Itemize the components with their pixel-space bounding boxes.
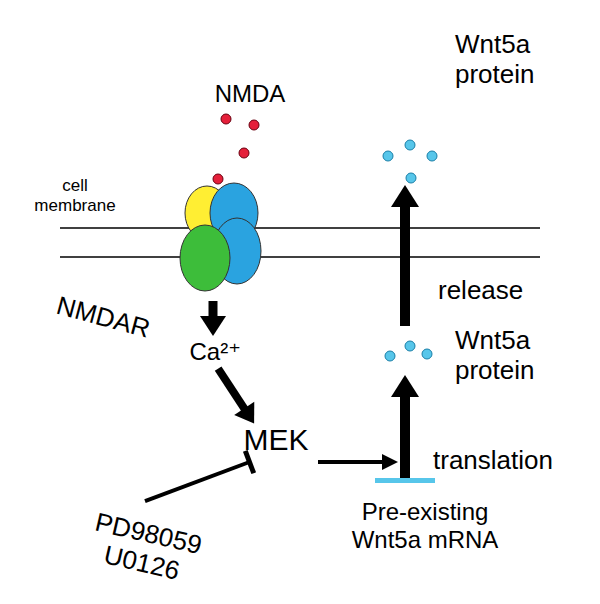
edge-label: translation — [433, 446, 553, 476]
flow-arrow — [218, 369, 254, 424]
membrane-line — [60, 256, 540, 258]
edge-label: release — [438, 276, 523, 306]
membrane-line — [60, 227, 540, 229]
ligand-label: NMDA — [200, 80, 300, 108]
membrane-label: cell membrane — [25, 176, 125, 215]
connector-shaft — [209, 301, 218, 318]
flow-arrow — [391, 185, 419, 326]
kinase-label: MEK — [240, 421, 313, 460]
connector-shaft — [400, 395, 410, 478]
inhibitor-label: PD98059 U0126 — [74, 503, 215, 594]
arrowhead — [391, 185, 419, 207]
node-text: Wnt5a protein — [455, 326, 580, 386]
node-text: Ca²⁺ — [190, 338, 241, 366]
flow-arrow — [200, 301, 226, 336]
flow-arrow — [391, 375, 419, 478]
ion-label: Ca²⁺ — [186, 336, 245, 368]
arrowhead — [234, 402, 254, 424]
mrna-box: Pre-existing Wnt5a mRNA — [340, 478, 510, 548]
node-text: Pre-existing Wnt5a mRNA — [340, 498, 510, 553]
connector-shaft — [218, 369, 245, 411]
node-text: PD98059 U0126 — [79, 506, 211, 592]
arrowhead — [200, 316, 226, 336]
node-text: Wnt5a protein — [455, 30, 580, 90]
receptor-symbol — [180, 183, 261, 291]
activation-arrow — [318, 454, 398, 470]
connector-shaft — [145, 462, 250, 501]
node-text: MEK — [244, 423, 309, 458]
protein-label: Wnt5a protein — [375, 28, 590, 183]
mrna-bar — [375, 478, 435, 483]
node-text: NMDAR — [53, 291, 153, 345]
arrowhead — [391, 375, 419, 397]
protein-label: Wnt5a protein — [375, 328, 585, 373]
protein-dots — [383, 140, 437, 361]
ligand-dots — [213, 114, 259, 184]
inhibition-line — [145, 451, 254, 501]
connector-shaft — [400, 205, 410, 326]
